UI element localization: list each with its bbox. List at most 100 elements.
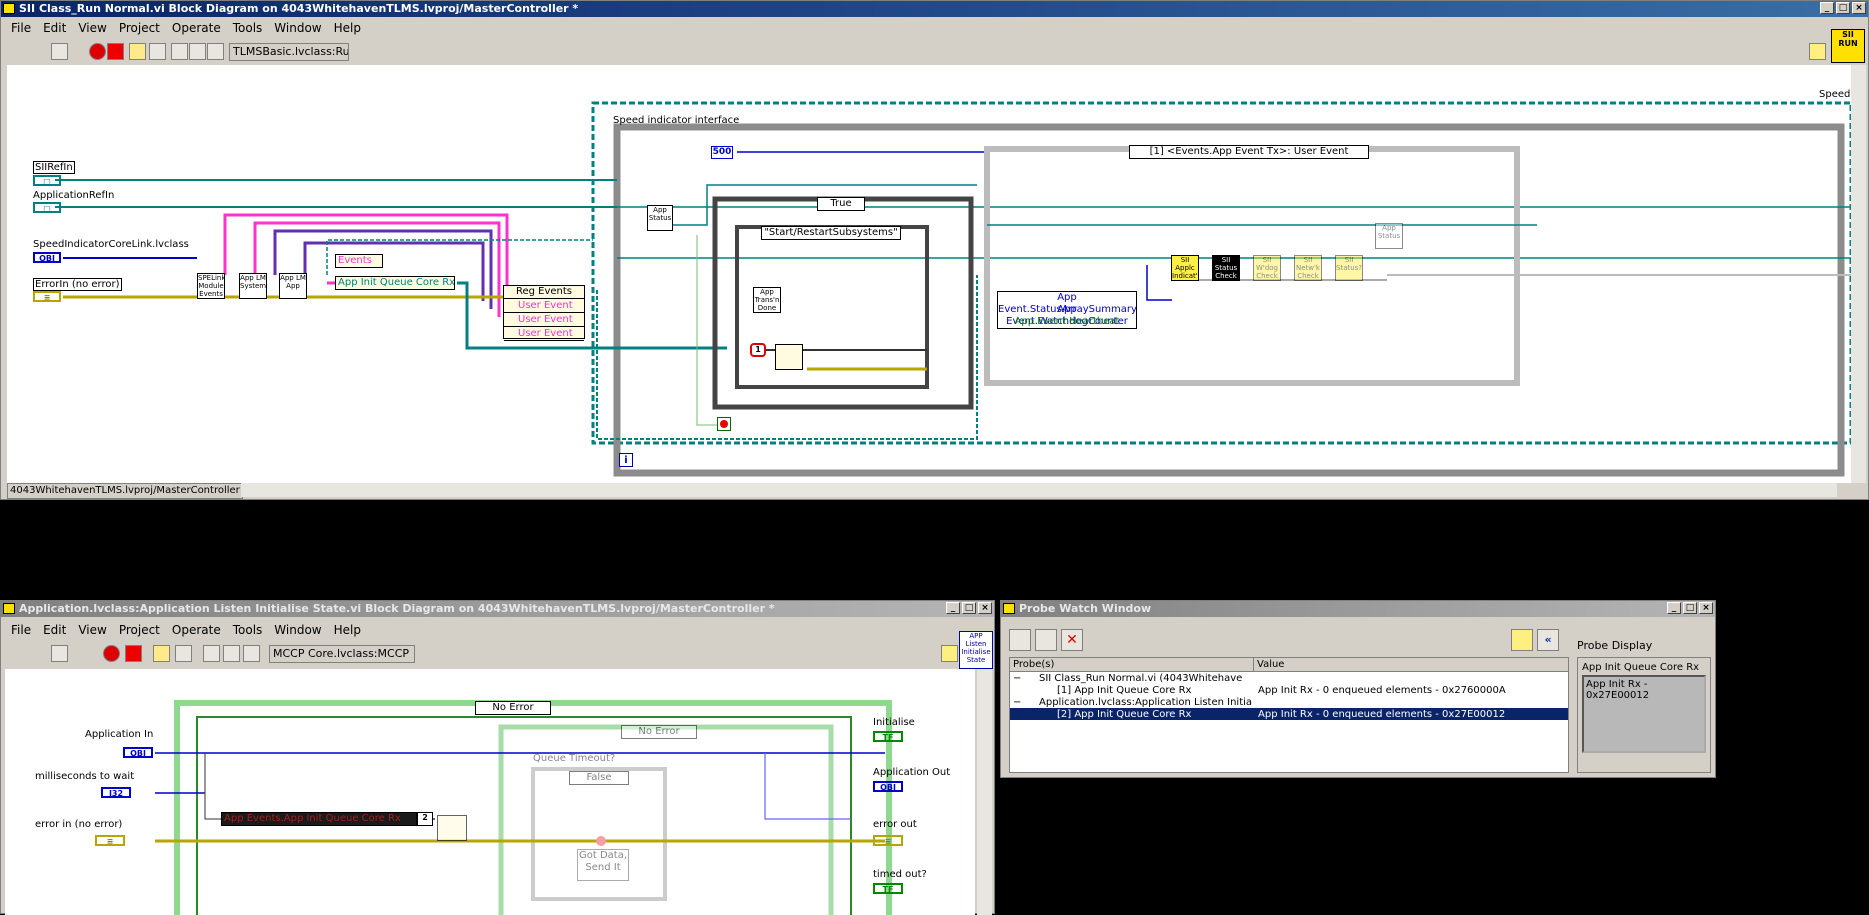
help-icon[interactable] [1809,43,1826,60]
probe-title-bar[interactable]: Probe Watch Window _ □ × [1001,601,1715,617]
app-pause-icon[interactable] [125,645,142,662]
app_window-menu-file[interactable]: File [11,623,32,637]
main_window-menu-edit[interactable]: Edit [43,21,67,35]
event-case-selector[interactable]: [1] <Events.App Event Tx>: User Event [1129,145,1369,159]
app_window-menu-help[interactable]: Help [333,623,361,637]
app-run-arrow-icon[interactable] [51,645,68,662]
run-arrow-icon[interactable] [51,43,68,60]
reg-events-item[interactable]: User Event [504,299,584,313]
probe-row[interactable]: −Application.lvclass:Application Listen … [1010,696,1568,708]
app-vertical-scrollbar[interactable] [977,669,992,915]
expand-toggle-icon[interactable]: − [1013,672,1022,684]
main-horizontal-scrollbar[interactable] [241,483,1837,497]
main_window-menu-tools[interactable]: Tools [232,21,263,35]
events-label[interactable]: Events [335,254,383,268]
initialise-terminal[interactable]: TF [873,731,903,742]
false-case-selector[interactable]: False [569,771,629,785]
timed-out-terminal[interactable]: TF [873,883,903,894]
start-restart-case-selector[interactable]: "Start/RestartSubsystems" [761,226,901,240]
constant-one[interactable]: 1 [750,343,766,357]
collapse-display-icon[interactable]: « [1537,629,1559,651]
app_window-menu-window[interactable]: Window [274,623,322,637]
dequeue-node[interactable] [437,815,467,841]
app-lm-app-subvi[interactable]: App LM App [279,273,307,299]
app-abort-icon[interactable] [103,645,120,662]
error-in-terminal-2[interactable]: ≡ [95,835,125,846]
error-out-terminal[interactable]: ≡ [873,835,903,846]
sii-netwk-check-subvi[interactable]: SII Netw'k Check [1294,255,1322,281]
main-title-bar[interactable]: SII Class_Run Normal.vi Block Diagram on… [1,1,1868,17]
app-step-out-icon[interactable] [243,645,260,662]
main-vertical-scrollbar[interactable] [1851,65,1866,483]
true-case-selector[interactable]: True [817,197,865,211]
probe-column-header[interactable]: Probe(s) [1010,658,1254,671]
app-minimize-icon[interactable]: _ [946,602,960,614]
maximize-icon[interactable]: □ [1836,2,1850,14]
step-over-icon[interactable] [189,43,206,60]
stop-button-icon[interactable] [717,417,731,431]
highlight-execution-icon[interactable] [129,43,146,60]
constant-two[interactable]: 2 [417,812,433,826]
main_window-menu-file[interactable]: File [11,21,32,35]
app-event-item[interactable]: App Event.Heartbeat [1014,316,1120,327]
app-status-subvi[interactable]: App Status [647,205,673,231]
value-column-header[interactable]: Value [1257,659,1285,670]
app-block-diagram[interactable]: Application In OBJ milliseconds to wait … [5,669,975,915]
minimize-icon[interactable]: _ [1820,2,1834,14]
reg-events-item[interactable]: User Event [504,327,584,341]
app-transn-done-subvi[interactable]: App Trans'n Done [753,287,781,313]
app-step-into-icon[interactable] [203,645,220,662]
inner-no-error-case-selector[interactable]: No Error [621,725,697,739]
ms-to-wait-terminal[interactable]: I32 [101,787,131,798]
app-close-icon[interactable]: × [978,602,992,614]
app_window-menu-tools[interactable]: Tools [232,623,263,637]
app-events-queue-constant[interactable]: App Events.App Init Queue Core Rx [221,812,417,826]
app_window-menu-view[interactable]: View [78,623,107,637]
app-maximize-icon[interactable]: □ [962,602,976,614]
expand-toggle-icon[interactable]: − [1013,696,1022,708]
pause-icon[interactable] [107,43,124,60]
app-highlight-execution-icon[interactable] [153,645,170,662]
app_window-menu-project[interactable]: Project [118,623,160,637]
app-lm-system-subvi[interactable]: App LM System [239,273,267,299]
sii-status-check-subvi[interactable]: SII Status Check [1212,255,1240,281]
new-probe-icon[interactable] [1009,629,1031,651]
app-event-item[interactable]: App Event.WatchdogCounter [1006,304,1128,327]
no-error-case-selector[interactable]: No Error [475,701,551,715]
vi-hierarchy-combo[interactable]: TLMSBasic.lvclass:Run N [229,43,349,61]
app-init-queue-label[interactable]: App Init Queue Core Rx [335,276,455,290]
retain-probe-icon[interactable] [1035,629,1057,651]
probe-maximize-icon[interactable]: □ [1683,602,1697,614]
app-status-2-subvi[interactable]: App Status [1375,223,1403,249]
sii-ref-in-terminal[interactable]: □ [33,175,61,186]
main_window-menu-view[interactable]: View [78,21,107,35]
app_window-menu-edit[interactable]: Edit [43,623,67,637]
main-block-diagram[interactable]: SIIRefIn □ ApplicationRefIn □ SpeedIndic… [7,65,1851,483]
abort-icon[interactable] [89,43,106,60]
application-out-terminal[interactable]: OBJ [873,781,903,792]
delete-probe-icon[interactable]: ✕ [1061,629,1083,651]
main_window-menu-operate[interactable]: Operate [171,21,221,35]
spe-link-module-events-subvi[interactable]: SPELink Module Events [197,273,225,299]
sii-update-subvi[interactable]: SII Applc Indicat'n Update [1171,255,1199,281]
app-title-bar[interactable]: Application.lvclass:Application Listen I… [1,601,994,617]
app-help-icon[interactable] [941,645,958,662]
close-icon[interactable]: × [1852,2,1866,14]
probe-minimize-icon[interactable]: _ [1667,602,1681,614]
step-into-icon[interactable] [171,43,188,60]
reg-events-item[interactable]: User Event [504,313,584,327]
app-step-over-icon[interactable] [223,645,240,662]
app_window-menu-operate[interactable]: Operate [171,623,221,637]
speed-indicator-core-link-terminal[interactable]: OBJ [33,252,61,263]
main_window-menu-project[interactable]: Project [118,21,160,35]
probe-close-icon[interactable]: × [1699,602,1713,614]
step-out-icon[interactable] [207,43,224,60]
main_window-menu-window[interactable]: Window [274,21,322,35]
app-event-item[interactable]: App Event.StatusArraySummary [998,292,1137,315]
main_window-menu-help[interactable]: Help [333,21,361,35]
probe-list[interactable]: Probe(s) Value −SII Class_Run Normal.vi … [1009,657,1569,773]
